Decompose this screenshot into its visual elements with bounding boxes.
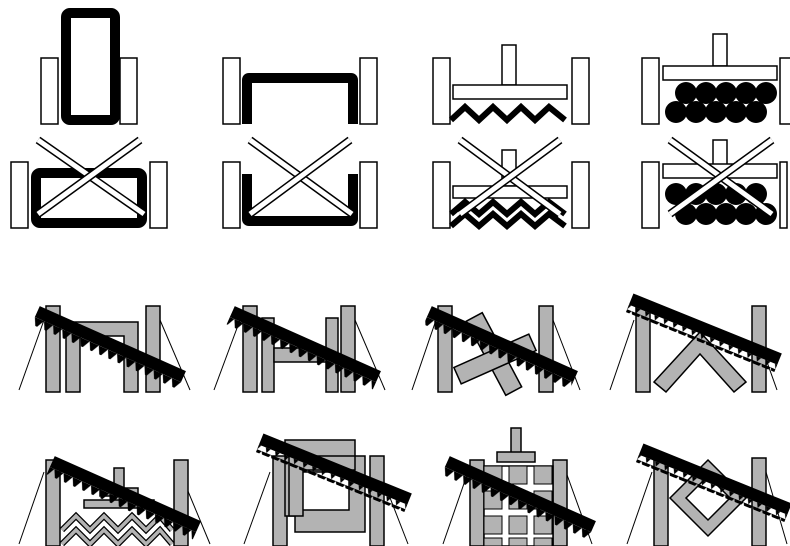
- panel-r4-c2: [244, 434, 412, 546]
- panel-r3-c1: [19, 306, 190, 392]
- panel-r1-c3: [433, 45, 589, 124]
- panel-r1-c4: [642, 34, 790, 124]
- panel-r2-c1: [11, 140, 167, 228]
- panel-r3-c2: [214, 306, 385, 392]
- panel-r4-c4: [627, 444, 790, 546]
- panel-r2-c3: [433, 140, 589, 228]
- panel-r4-c1: [19, 456, 210, 546]
- panel-r3-c4: [610, 294, 782, 392]
- panel-r3-c3: [412, 306, 580, 395]
- panel-r1-c1: [41, 13, 137, 124]
- panel-r1-c2: [223, 58, 377, 124]
- panel-r2-c2: [223, 140, 377, 228]
- panel-r4-c3: [442, 428, 596, 546]
- panel-r2-c4: [642, 140, 787, 228]
